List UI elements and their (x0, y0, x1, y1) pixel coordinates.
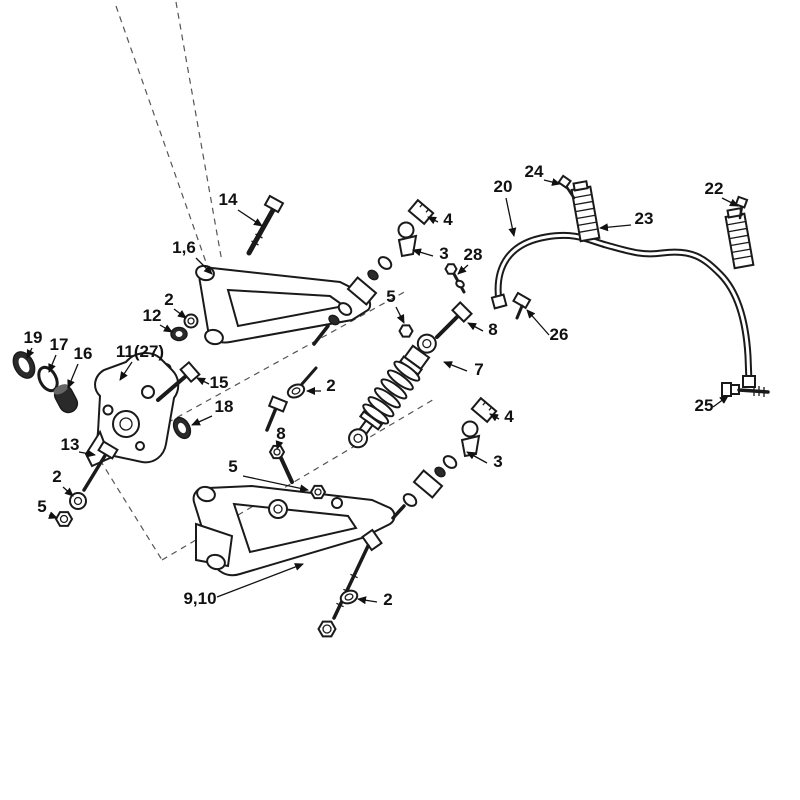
part-label-18: 18 (215, 397, 234, 416)
leader-line (48, 354, 57, 373)
leader-line (457, 264, 469, 275)
leader-line (195, 257, 213, 275)
bolt-14 (246, 194, 285, 256)
bolt-15 (156, 360, 201, 402)
leader-line (242, 475, 309, 493)
part-label-13: 13 (61, 435, 80, 454)
part-label-9-10: 9,10 (183, 589, 216, 608)
seal-19 (12, 351, 36, 379)
bushing-12 (170, 326, 188, 342)
part-label-2: 2 (164, 290, 173, 309)
leader-line (427, 216, 439, 225)
bolt-25 (721, 382, 770, 397)
leader-line (526, 309, 550, 336)
part-label-14: 14 (219, 190, 238, 209)
leader-line (26, 347, 35, 359)
bolt-8-upper (435, 301, 473, 339)
part-label-4: 4 (504, 407, 514, 426)
part-label-19: 19 (24, 328, 43, 347)
bolt-mid (265, 395, 289, 432)
leader-line (357, 596, 378, 605)
part-label-8: 8 (276, 424, 285, 443)
leader-line (67, 363, 79, 389)
leader-line (505, 197, 517, 237)
part-label-5: 5 (386, 287, 395, 306)
leader-line (173, 308, 187, 319)
leader-line (412, 248, 434, 257)
part-label-17: 17 (50, 335, 69, 354)
part-label-2: 2 (383, 590, 392, 609)
bushing-18 (172, 416, 192, 440)
washer-2-left (69, 492, 87, 510)
shock-absorber (348, 333, 437, 449)
part-label-23: 23 (635, 209, 654, 228)
part-label-5: 5 (228, 457, 237, 476)
leader-line (543, 178, 561, 186)
part-label-25: 25 (695, 396, 714, 415)
leader-line (159, 324, 173, 333)
leader-line (196, 377, 210, 386)
leader-line (489, 413, 500, 422)
ball-joint-lower (391, 396, 498, 520)
leader-line (119, 361, 133, 381)
leader-line (395, 306, 405, 324)
leader-line (443, 361, 468, 372)
part-label-28: 28 (464, 245, 483, 264)
part-label-15: 15 (210, 373, 229, 392)
part-label-3: 3 (493, 452, 502, 471)
roller-16 (53, 384, 79, 414)
leader-line (78, 449, 96, 458)
part-label-3: 3 (439, 244, 448, 263)
part-label-12: 12 (143, 306, 162, 325)
brake-line (490, 231, 756, 388)
part-label-8: 8 (488, 320, 497, 339)
fitting-26 (512, 291, 532, 320)
part-label-7: 7 (474, 360, 483, 379)
part-label-5: 5 (37, 497, 46, 516)
leader-line (62, 486, 74, 497)
part-label-2: 2 (52, 467, 61, 486)
lower-a-arm (192, 484, 396, 577)
leader-line (712, 395, 729, 408)
nut-5-left (54, 511, 74, 527)
upper-a-arm (195, 264, 372, 346)
part-label-1-6: 1,6 (172, 238, 196, 257)
leader-line (275, 440, 284, 450)
part-label-24: 24 (525, 162, 544, 181)
hose-grommet-23 (570, 180, 601, 243)
leader-line (599, 223, 632, 232)
leader-line (48, 511, 58, 519)
part-label-22: 22 (705, 179, 724, 198)
bolt-24 (557, 174, 576, 200)
leader-line (467, 322, 484, 332)
leader-line (237, 209, 263, 227)
leader-line (216, 563, 304, 598)
part-label-4: 4 (443, 210, 453, 229)
ball-joint-upper (312, 198, 435, 346)
part-label-11-27-: 11(27) (116, 342, 164, 361)
washer-2-upper (183, 313, 199, 329)
washer-2-mid (286, 366, 318, 399)
bolt-28 (444, 263, 466, 294)
part-label-26: 26 (550, 325, 569, 344)
hose-grommet-22 (724, 207, 755, 270)
part-label-20: 20 (494, 177, 513, 196)
leader-line (466, 451, 488, 464)
part-label-2: 2 (326, 376, 335, 395)
leader-line (721, 197, 739, 207)
part-label-16: 16 (74, 344, 93, 363)
leader-line (191, 415, 213, 426)
stud-lower (317, 528, 383, 638)
bolt-8-center (268, 444, 294, 484)
nut-5-shock-top (398, 324, 414, 338)
bolt-13 (82, 440, 119, 492)
ring-17 (37, 365, 59, 393)
